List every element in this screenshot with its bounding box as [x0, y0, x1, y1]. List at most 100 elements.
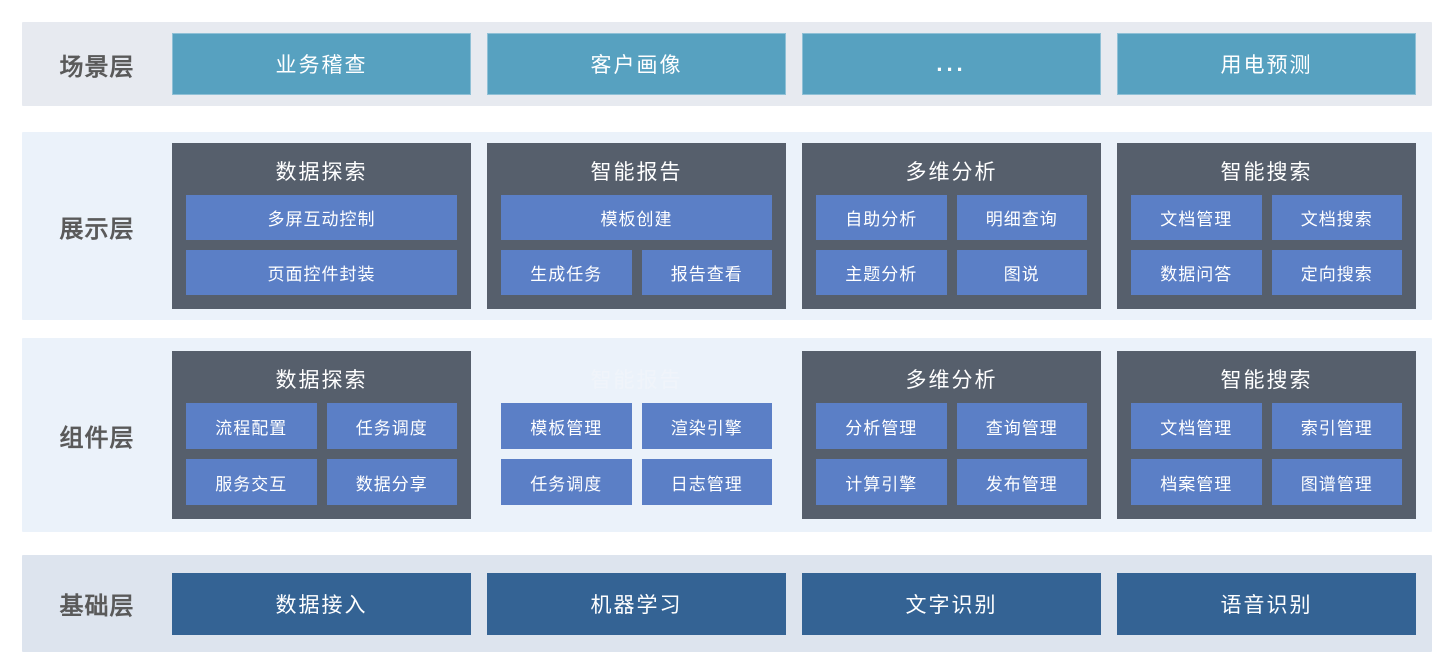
row-scene-layer: 场景层 业务稽查 客户画像 ... 用电预测: [22, 22, 1432, 106]
chip-document-management[interactable]: 文档管理: [1131, 403, 1262, 449]
chip-grid: 流程配置 任务调度 服务交互 数据分享: [186, 403, 457, 505]
chip-row: 页面控件封装: [186, 250, 457, 295]
row-label-presentation-layer: 展示层: [59, 215, 135, 243]
chip-row: 流程配置 任务调度: [186, 403, 457, 449]
base-column-3: 文字识别: [802, 572, 1101, 635]
row-presentation-layer: 展示层 数据探索 多屏互动控制 页面控件封装: [22, 132, 1432, 320]
presentation-column-2: 智能报告 模板创建 生成任务 报告查看: [487, 143, 786, 309]
chip-targeted-search[interactable]: 定向搜索: [1271, 250, 1402, 295]
base-card-speech-recognition[interactable]: 语音识别: [1117, 572, 1416, 635]
chip-row: 服务交互 数据分享: [186, 459, 457, 505]
chip-row: 数据问答 定向搜索: [1131, 250, 1402, 295]
chip-row: 模板创建: [501, 195, 772, 240]
chip-grid: 分析管理 查询管理 计算引擎 发布管理: [816, 403, 1087, 505]
scene-column-4: 用电预测: [1117, 33, 1416, 95]
chip-log-management[interactable]: 日志管理: [641, 459, 772, 505]
chip-service-interaction[interactable]: 服务交互: [186, 459, 317, 505]
module-title: 智能报告: [590, 369, 683, 392]
module-card-intelligent-report: 智能报告 模板管理 渲染引擎 任务调度 日志管理: [487, 351, 786, 519]
module-card-intelligent-search: 智能搜索 文档管理 文档搜索 数据问答 定向搜索: [1117, 143, 1416, 309]
component-column-3: 多维分析 分析管理 查询管理 计算引擎 发布管理: [802, 351, 1101, 519]
chip-publish-management[interactable]: 发布管理: [956, 459, 1087, 505]
module-title: 智能搜索: [1220, 161, 1313, 184]
scene-card-more-ellipsis[interactable]: ...: [802, 33, 1101, 95]
chip-knowledge-graph-management[interactable]: 图谱管理: [1271, 459, 1402, 505]
row-label-base-layer: 基础层: [59, 593, 135, 620]
component-column-4: 智能搜索 文档管理 索引管理 档案管理 图谱管理: [1117, 351, 1416, 519]
row-presentation-columns: 数据探索 多屏互动控制 页面控件封装 智能报告: [172, 132, 1432, 320]
component-column-2: 智能报告 模板管理 渲染引擎 任务调度 日志管理: [487, 351, 786, 519]
scene-column-3: ...: [802, 33, 1101, 95]
module-title: 智能搜索: [1220, 369, 1313, 392]
chip-grid: 模板管理 渲染引擎 任务调度 日志管理: [501, 403, 772, 505]
chip-multi-screen-interaction-control[interactable]: 多屏互动控制: [186, 195, 457, 240]
chip-analysis-management[interactable]: 分析管理: [816, 403, 947, 449]
chip-grid: 模板创建 生成任务 报告查看: [501, 195, 772, 295]
chip-row: 自助分析 明细查询: [816, 195, 1087, 240]
scene-card-business-audit[interactable]: 业务稽查: [172, 33, 471, 95]
base-column-1: 数据接入: [172, 572, 471, 635]
module-card-intelligent-search: 智能搜索 文档管理 索引管理 档案管理 图谱管理: [1117, 351, 1416, 519]
scene-column-1: 业务稽查: [172, 33, 471, 95]
chip-task-scheduling[interactable]: 任务调度: [501, 459, 632, 505]
chip-data-qa[interactable]: 数据问答: [1131, 250, 1262, 295]
row-component-layer: 组件层 数据探索 流程配置 任务调度 服务交互 数据分享: [22, 338, 1432, 532]
base-column-2: 机器学习: [487, 572, 786, 635]
chip-row: 模板管理 渲染引擎: [501, 403, 772, 449]
module-title: 数据探索: [275, 369, 368, 392]
chip-row: 分析管理 查询管理: [816, 403, 1087, 449]
chip-row: 档案管理 图谱管理: [1131, 459, 1402, 505]
chip-archive-management[interactable]: 档案管理: [1131, 459, 1262, 505]
row-base-layer: 基础层 数据接入 机器学习 文字识别 语音识别: [22, 555, 1432, 652]
scene-card-power-forecast[interactable]: 用电预测: [1117, 33, 1416, 95]
chip-grid: 自助分析 明细查询 主题分析 图说: [816, 195, 1087, 295]
chip-topic-analysis[interactable]: 主题分析: [816, 250, 947, 295]
row-label-scene-layer: 场景层: [59, 53, 135, 81]
chip-document-management[interactable]: 文档管理: [1131, 195, 1262, 240]
presentation-column-1: 数据探索 多屏互动控制 页面控件封装: [172, 143, 471, 309]
chip-template-management[interactable]: 模板管理: [501, 403, 632, 449]
base-card-data-ingestion[interactable]: 数据接入: [172, 572, 471, 635]
chip-grid: 文档管理 文档搜索 数据问答 定向搜索: [1131, 195, 1402, 295]
chip-data-sharing[interactable]: 数据分享: [326, 459, 457, 505]
chip-document-search[interactable]: 文档搜索: [1271, 195, 1402, 240]
chip-row: 生成任务 报告查看: [501, 250, 772, 295]
chip-row: 多屏互动控制: [186, 195, 457, 240]
presentation-column-3: 多维分析 自助分析 明细查询 主题分析 图说: [802, 143, 1101, 309]
chip-query-management[interactable]: 查询管理: [956, 403, 1087, 449]
chip-report-view[interactable]: 报告查看: [641, 250, 772, 295]
module-title: 多维分析: [905, 369, 998, 392]
chip-grid: 多屏互动控制 页面控件封装: [186, 195, 457, 295]
chip-chart-narrative[interactable]: 图说: [956, 250, 1087, 295]
chip-generate-task[interactable]: 生成任务: [501, 250, 632, 295]
scene-column-2: 客户画像: [487, 33, 786, 95]
chip-grid: 文档管理 索引管理 档案管理 图谱管理: [1131, 403, 1402, 505]
scene-card-customer-profile[interactable]: 客户画像: [487, 33, 786, 95]
chip-template-creation[interactable]: 模板创建: [501, 195, 772, 240]
chip-rendering-engine[interactable]: 渲染引擎: [641, 403, 772, 449]
chip-row: 计算引擎 发布管理: [816, 459, 1087, 505]
base-card-machine-learning[interactable]: 机器学习: [487, 572, 786, 635]
module-card-intelligent-report: 智能报告 模板创建 生成任务 报告查看: [487, 143, 786, 309]
row-base-columns: 数据接入 机器学习 文字识别 语音识别: [172, 555, 1432, 652]
chip-row: 主题分析 图说: [816, 250, 1087, 295]
row-component-columns: 数据探索 流程配置 任务调度 服务交互 数据分享 智能: [172, 338, 1432, 532]
chip-process-configuration[interactable]: 流程配置: [186, 403, 317, 449]
module-title: 智能报告: [590, 161, 683, 184]
row-label-component-layer: 组件层: [59, 424, 135, 452]
chip-row: 文档管理 文档搜索: [1131, 195, 1402, 240]
chip-detail-query[interactable]: 明细查询: [956, 195, 1087, 240]
chip-index-management[interactable]: 索引管理: [1271, 403, 1402, 449]
chip-computation-engine[interactable]: 计算引擎: [816, 459, 947, 505]
chip-row: 文档管理 索引管理: [1131, 403, 1402, 449]
chip-task-scheduling[interactable]: 任务调度: [326, 403, 457, 449]
chip-self-service-analysis[interactable]: 自助分析: [816, 195, 947, 240]
base-column-4: 语音识别: [1117, 572, 1416, 635]
base-card-text-recognition[interactable]: 文字识别: [802, 572, 1101, 635]
chip-row: 任务调度 日志管理: [501, 459, 772, 505]
chip-page-widget-encapsulation[interactable]: 页面控件封装: [186, 250, 457, 295]
module-title: 多维分析: [905, 161, 998, 184]
module-card-multidimensional-analysis: 多维分析 自助分析 明细查询 主题分析 图说: [802, 143, 1101, 309]
module-card-data-exploration: 数据探索 多屏互动控制 页面控件封装: [172, 143, 471, 309]
